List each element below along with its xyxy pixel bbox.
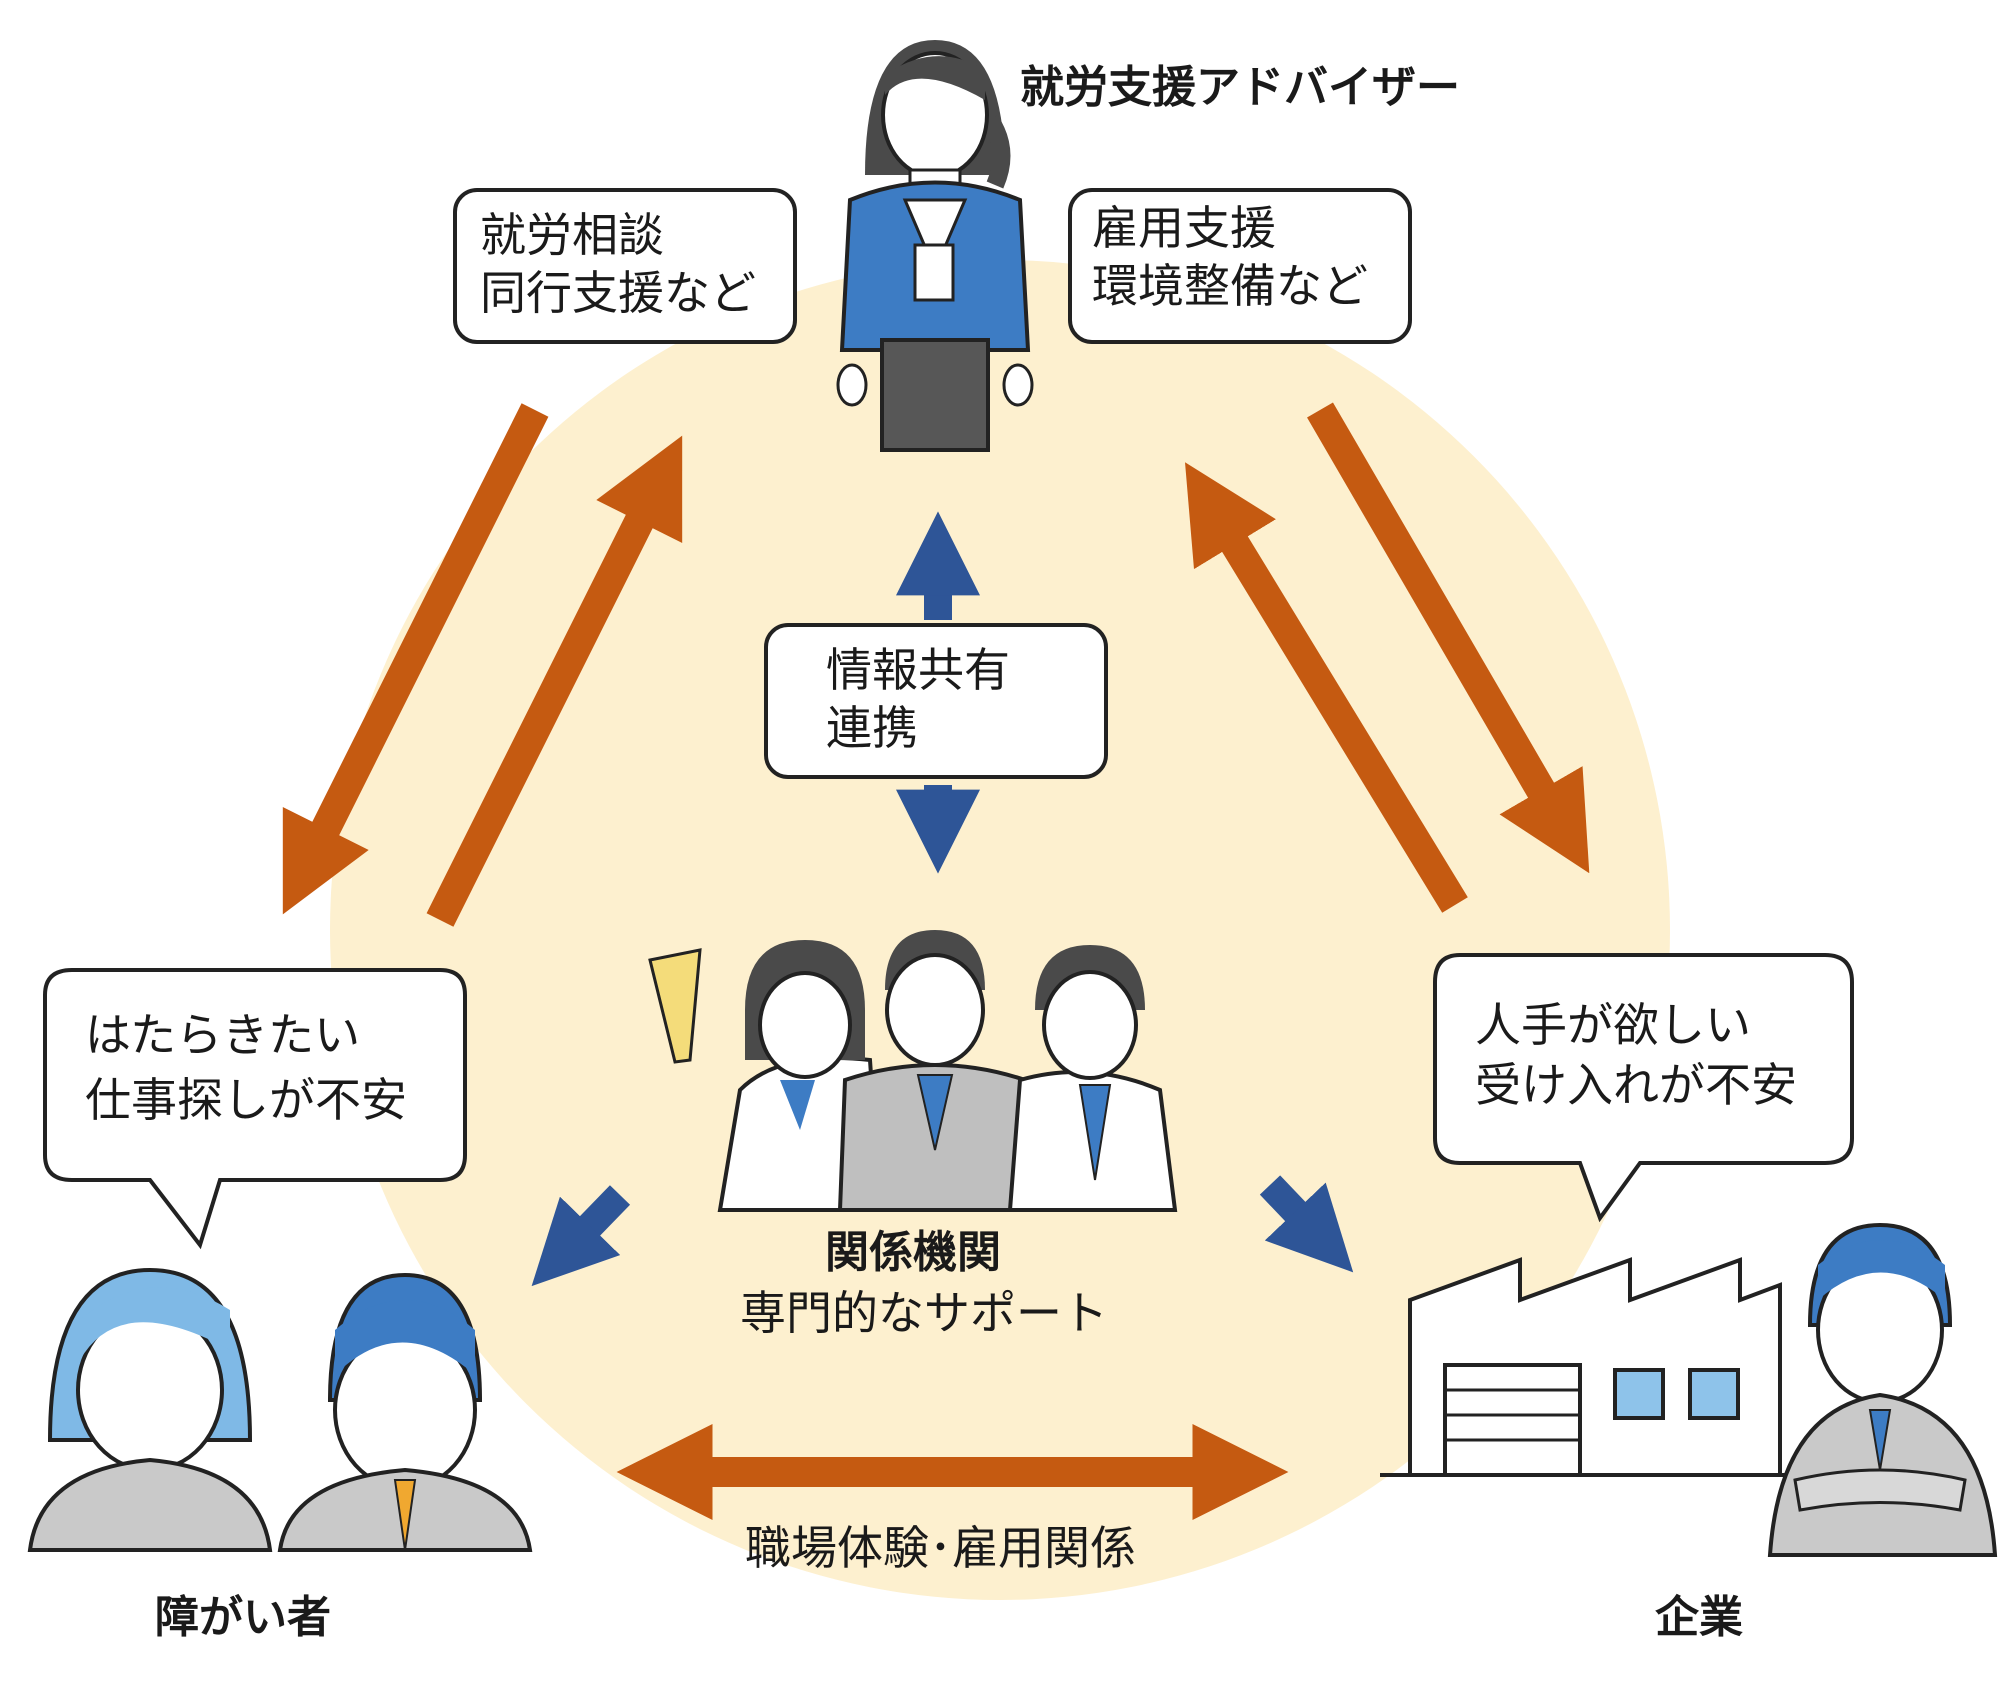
advisor-figure [836, 40, 1034, 452]
disabled-label: 障がい者 [155, 1592, 331, 1643]
box-advisor-to-person [453, 188, 797, 344]
box-info-sharing [764, 623, 1108, 779]
arrow-agencies-to-company [1259, 1175, 1354, 1273]
box-advisor-to-person-line-2: 同行支援など [480, 266, 756, 320]
box-advisor-to-company-line-2: 環境整備など [1092, 259, 1368, 313]
box-advisor-to-company [1068, 188, 1412, 344]
agencies-label: 関係機関 [825, 1227, 1001, 1278]
speech-company-line-2: 受け入れが不安 [1475, 1058, 1797, 1112]
arrow-advisor-to-company [1307, 402, 1590, 874]
speech-bubble-person [43, 968, 467, 1250]
speech-person-line-1: はたらきたい [85, 1008, 361, 1062]
box-advisor-to-company-line-1: 雇用支援 [1092, 201, 1276, 255]
arrow-advisor-to-person [282, 403, 549, 915]
agencies-sublabel: 専門的なサポート [740, 1286, 1108, 1340]
box-advisor-to-person-line-1: 就労相談 [480, 208, 664, 262]
box-info-sharing-line-2: 連携 [826, 701, 918, 755]
disabled-persons-figures [27, 1267, 533, 1552]
advisor-label: 就労支援アドバイザー [1020, 62, 1460, 113]
speech-person-line-2: 仕事探しが不安 [85, 1073, 407, 1127]
company-figures [1380, 1222, 1998, 1557]
arrow-person-to-advisor [426, 435, 683, 927]
speech-bubble-company [1433, 953, 1854, 1223]
arrow-agencies-to-person [531, 1185, 631, 1287]
company-label: 企業 [1655, 1592, 1743, 1643]
arrow-company-to-advisor [1185, 462, 1468, 913]
agencies-figures [648, 930, 1178, 1212]
bottom-link-label: 職場体験･雇用関係 [745, 1521, 1136, 1575]
speech-company-line-1: 人手が欲しい [1475, 998, 1751, 1052]
box-info-sharing-line-1: 情報共有 [826, 643, 1010, 697]
